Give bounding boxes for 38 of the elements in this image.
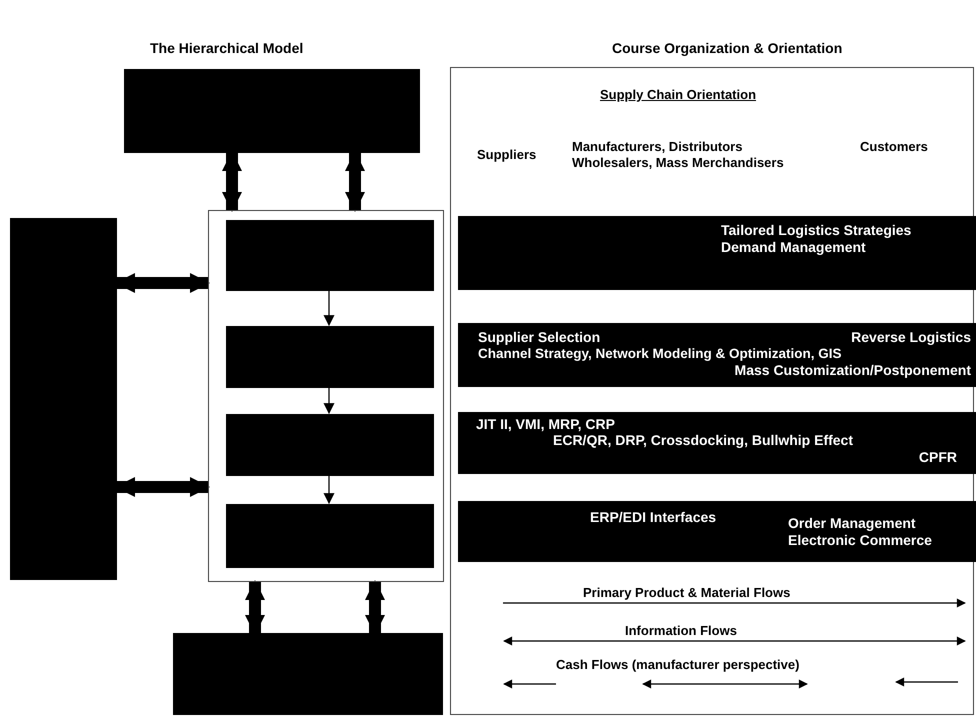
arrow [245, 580, 265, 635]
band [458, 323, 976, 387]
band-text: JIT II, VMI, MRP, CRP [476, 416, 615, 433]
arrow [324, 387, 334, 414]
arrow [365, 580, 385, 635]
band-text: ECR/QR, DRP, Crossdocking, Bullwhip Effect [553, 432, 854, 449]
band-text: CPFR [918, 449, 957, 466]
band [458, 412, 976, 474]
dark-box [124, 69, 420, 153]
band-text: Tailored Logistics Strategies Demand Management [721, 222, 912, 256]
panel-heading: Supply Chain Orientation [600, 86, 756, 103]
arrow [115, 477, 210, 497]
dark-box [226, 414, 434, 476]
band-text: Order Management Electronic Commerce [788, 515, 933, 549]
column-heading: The Hierarchical Model [150, 40, 304, 56]
chain-member-label: Suppliers [477, 147, 536, 163]
band-text: ERP/EDI Interfaces [590, 509, 716, 526]
band-text: Mass Customization/Postponement [734, 362, 971, 379]
chain-member-label: Manufacturers, Distributors Wholesalers, Mass Merchandisers [572, 139, 785, 171]
dark-box [10, 218, 117, 580]
band-text: Channel Strategy, Network Modeling & Optimization, GIS [478, 345, 842, 362]
column-heading: Course Organization & Orientation [612, 40, 842, 56]
arrow [324, 475, 334, 504]
frame-box [208, 210, 444, 582]
chain-member-label: Customers [860, 139, 928, 155]
band [458, 501, 976, 562]
band-text: Reverse Logistics [851, 329, 971, 346]
arrow [345, 151, 365, 212]
frame-box [450, 67, 974, 715]
band-text: Supplier Selection [478, 329, 600, 346]
arrow [115, 273, 210, 293]
dark-box [226, 220, 434, 291]
arrow [324, 290, 334, 326]
band [458, 216, 976, 290]
dark-box [173, 633, 443, 715]
arrow [222, 151, 242, 212]
dark-box [226, 504, 434, 568]
dark-box [226, 326, 434, 388]
